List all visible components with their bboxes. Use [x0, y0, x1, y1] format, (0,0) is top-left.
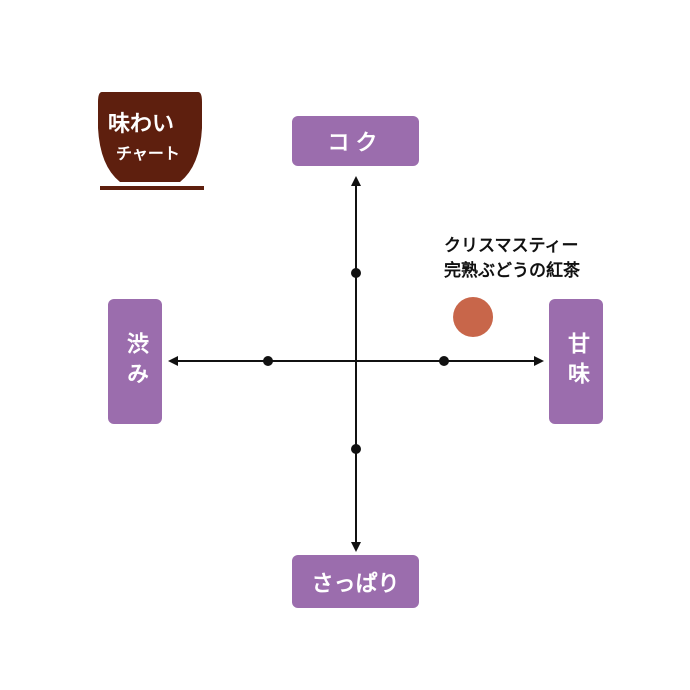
y-axis-tick — [351, 444, 361, 454]
product-name-line1: クリスマスティー — [444, 236, 579, 256]
axis-label-right: 甘味 — [549, 299, 603, 424]
axis-label-bottom: さっぱり — [292, 555, 419, 608]
y-axis-tick — [351, 268, 361, 278]
logo-title: 味わい — [108, 112, 175, 137]
axis-label-top: コク — [292, 116, 419, 166]
x-axis-tick — [439, 356, 449, 366]
axis-label-left: 渋み — [108, 299, 162, 424]
product-point — [453, 297, 494, 337]
taste-chart-logo: 味わい チャート — [96, 88, 204, 192]
x-axis-tick — [263, 356, 273, 366]
bowl-icon — [98, 92, 204, 190]
product-label: クリスマスティー 完熟ぶどうの紅茶 — [444, 234, 580, 284]
product-name-line2: 完熟ぶどうの紅茶 — [444, 261, 580, 281]
logo-subtitle: チャート — [116, 144, 180, 163]
